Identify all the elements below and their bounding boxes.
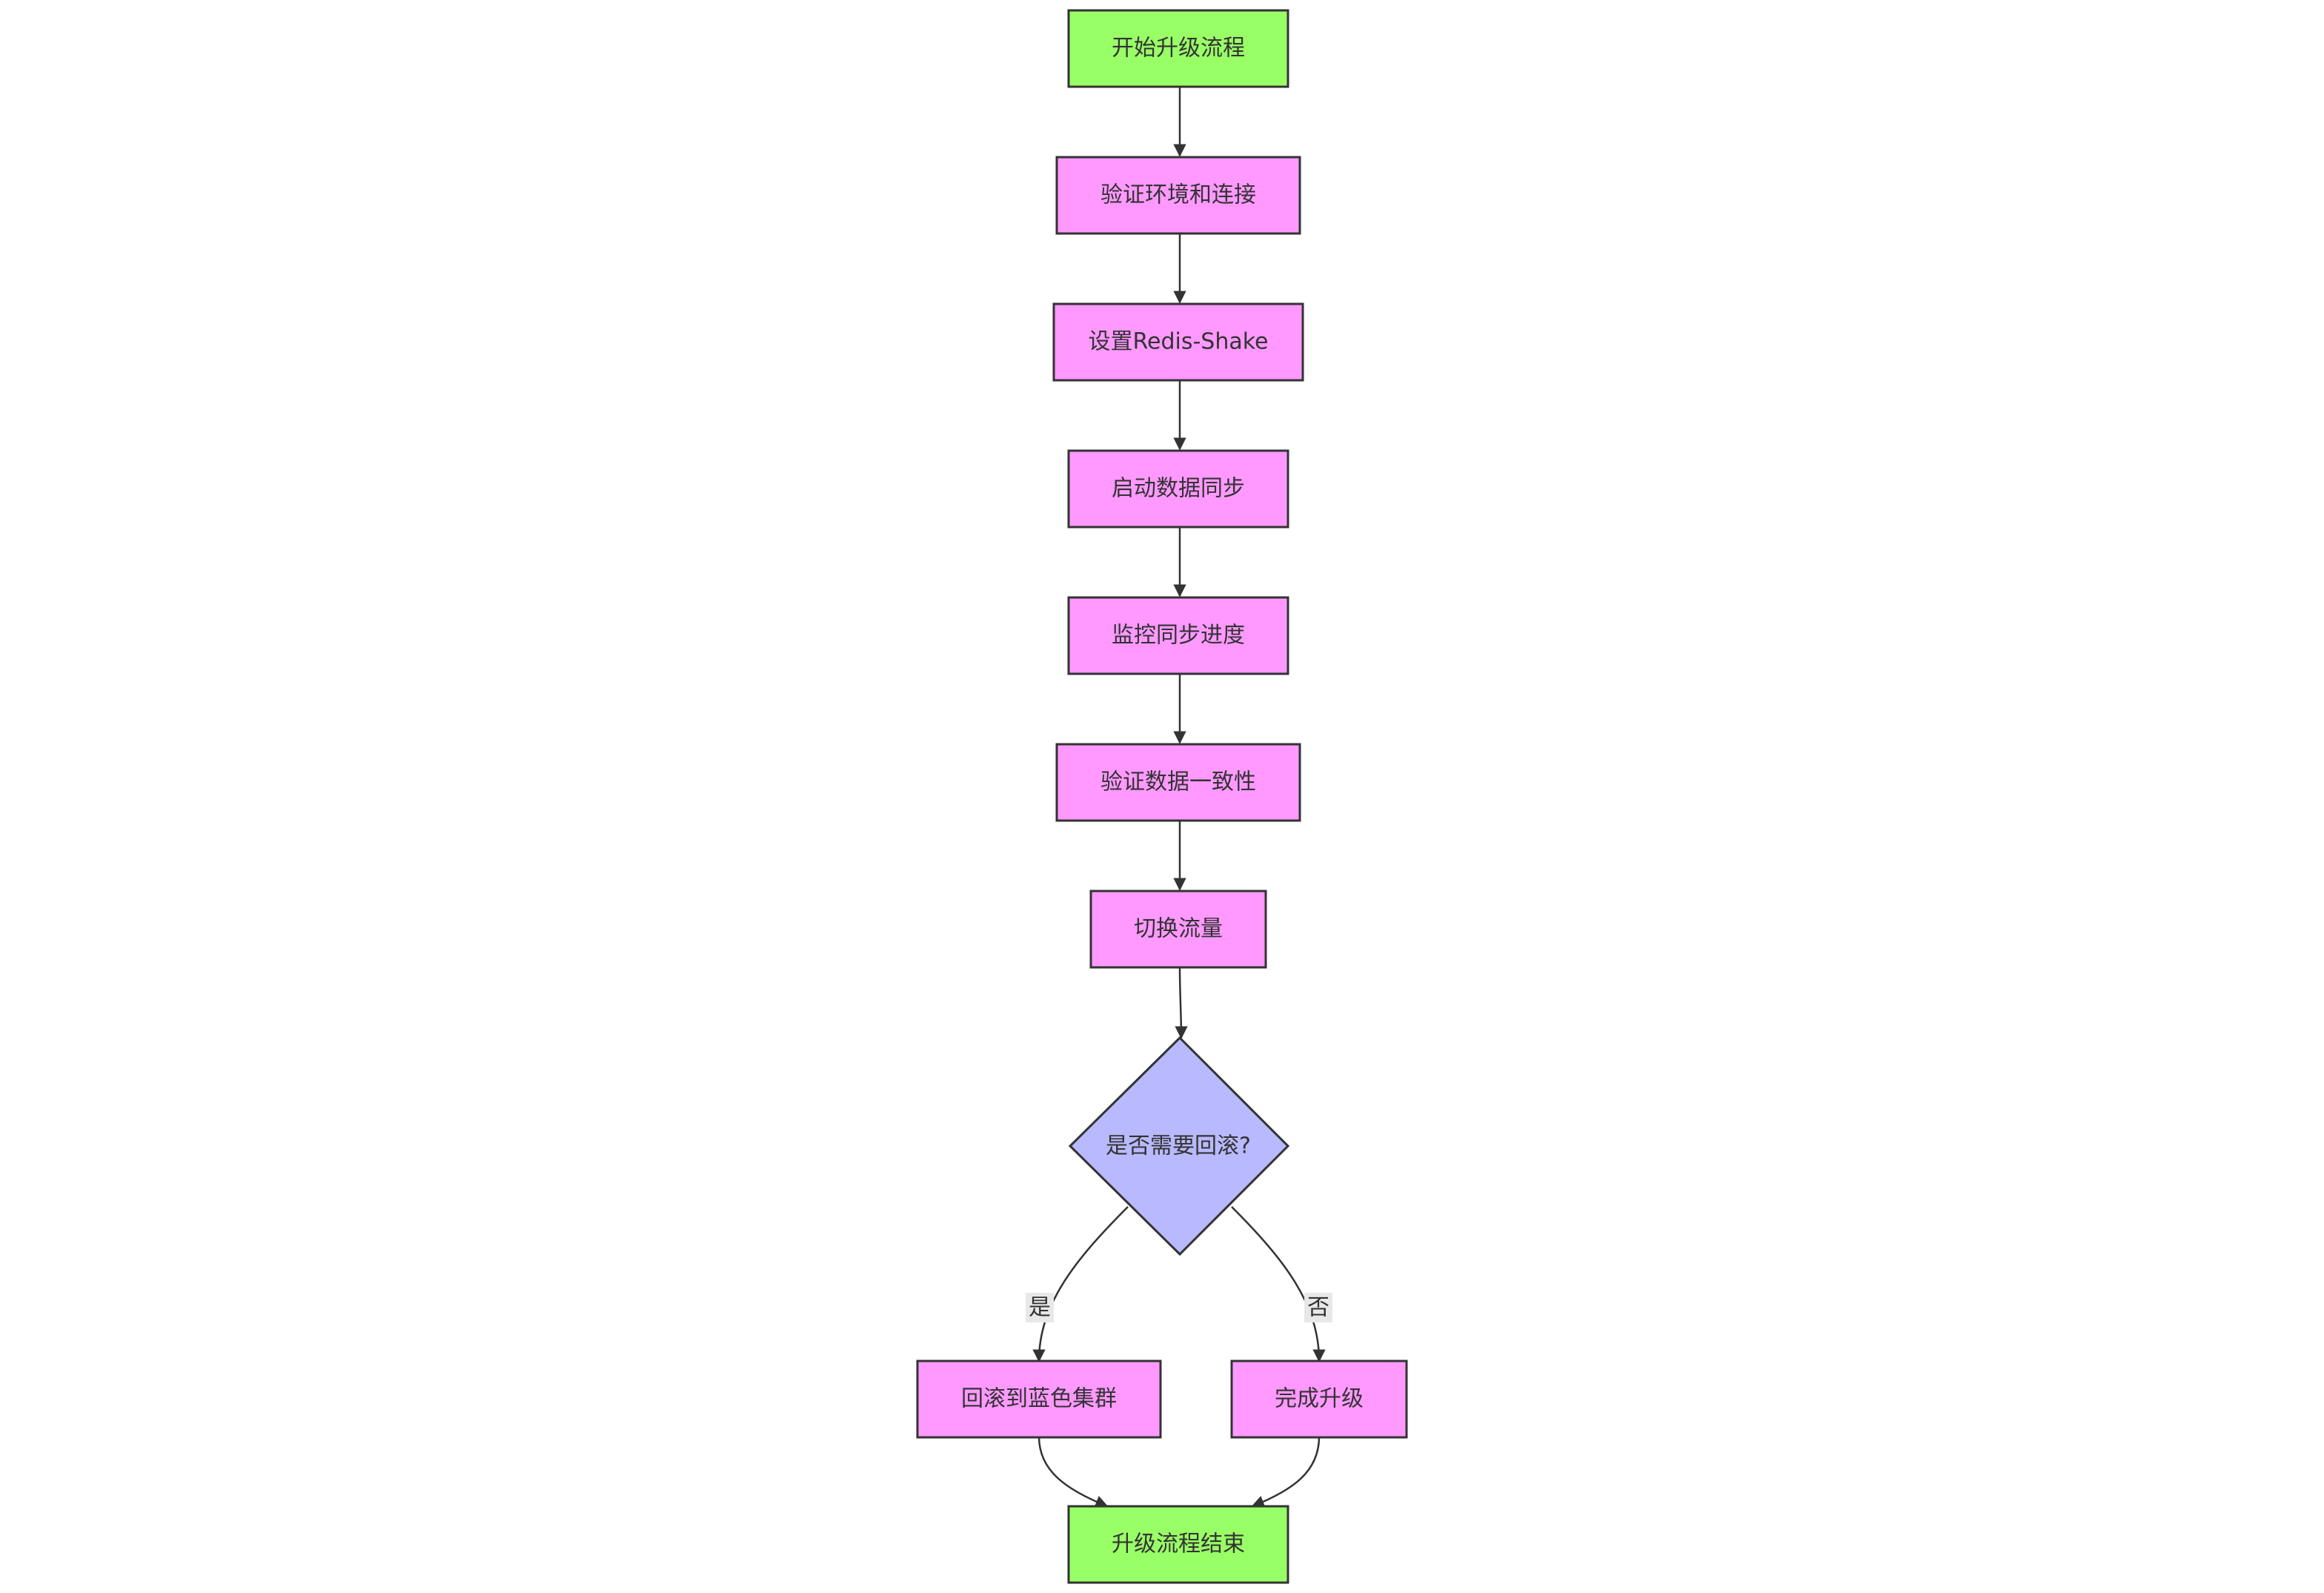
node-start-label: 开始升级流程 (1112, 36, 1245, 62)
node-verify-data: 验证数据一致性 (1055, 743, 1301, 822)
node-start-sync-label: 启动数据同步 (1112, 476, 1245, 502)
edges (1032, 87, 1326, 1508)
edge-label-no: 否 (1304, 1293, 1332, 1322)
node-rollback-box (916, 1359, 1162, 1439)
node-verify-env: 验证环境和连接 (1055, 156, 1301, 235)
node-verify-env-box (1055, 156, 1301, 235)
node-end-box (1067, 1505, 1289, 1584)
node-start-sync: 启动数据同步 (1067, 449, 1289, 529)
node-verify-data-box (1055, 743, 1301, 822)
node-complete-box (1230, 1359, 1408, 1439)
edge-decision-complete (1231, 1206, 1326, 1362)
node-complete: 完成升级 (1230, 1359, 1408, 1439)
node-start: 开始升级流程 (1067, 9, 1289, 88)
edge-label-yes-text: 是 (1029, 1295, 1051, 1321)
node-monitor-label: 监控同步进度 (1112, 623, 1245, 649)
node-verify-data-label: 验证数据一致性 (1100, 769, 1256, 795)
node-monitor-box (1067, 596, 1289, 675)
node-rollback: 回滚到蓝色集群 (916, 1359, 1162, 1439)
edge-rollback-end (1038, 1436, 1109, 1508)
node-start-box (1067, 9, 1289, 88)
node-monitor: 监控同步进度 (1067, 596, 1289, 675)
node-decision: 是否需要回滚? (1068, 1036, 1290, 1256)
node-end: 升级流程结束 (1067, 1505, 1289, 1584)
node-verify-env-label: 验证环境和连接 (1100, 182, 1256, 208)
edge-label-no-bg (1304, 1293, 1332, 1322)
node-complete-label: 完成升级 (1275, 1386, 1364, 1412)
edge-label-no-text: 否 (1307, 1295, 1329, 1321)
node-setup-shake-box (1052, 302, 1304, 382)
node-rollback-label: 回滚到蓝色集群 (961, 1386, 1117, 1412)
node-decision-label: 是否需要回滚? (1106, 1133, 1251, 1159)
edge-decision-rollback (1032, 1206, 1129, 1362)
node-switch-label: 切换流量 (1134, 916, 1223, 942)
edge-label-yes: 是 (1026, 1293, 1054, 1322)
node-end-label: 升级流程结束 (1112, 1531, 1245, 1557)
node-switch-box (1089, 890, 1267, 969)
node-setup-shake: 设置Redis-Shake (1052, 302, 1304, 382)
node-decision-diamond (1068, 1036, 1290, 1256)
edge-label-yes-bg (1026, 1293, 1054, 1322)
node-setup-shake-label: 设置Redis-Shake (1089, 329, 1269, 355)
edge-switch-decision (1175, 967, 1188, 1039)
edge-complete-end (1251, 1436, 1321, 1508)
node-start-sync-box (1067, 449, 1289, 529)
node-switch: 切换流量 (1089, 890, 1267, 969)
